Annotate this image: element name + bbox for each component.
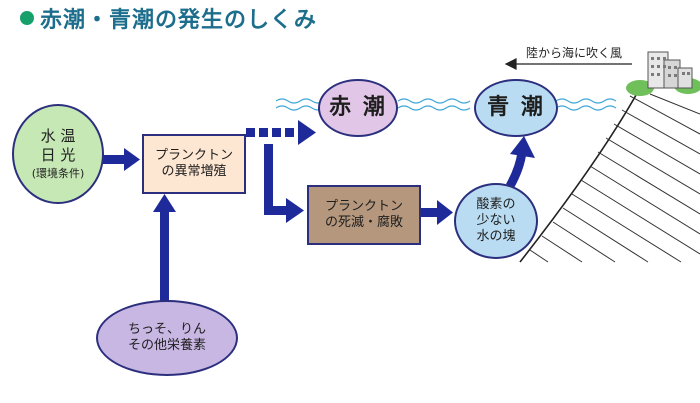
low-oxygen-line2: 少ない bbox=[476, 212, 516, 228]
akashio-node: 赤 潮 bbox=[318, 79, 398, 137]
arrow-nutrients-to-bloom bbox=[153, 194, 176, 302]
cliff bbox=[519, 84, 700, 263]
arrow-environment-to-bloom bbox=[100, 148, 140, 171]
akashio-label: 赤 潮 bbox=[329, 95, 387, 121]
bloom-node: プランクトン の異常増殖 bbox=[142, 134, 246, 194]
environment-node: 水 温 日 光 (環境条件) bbox=[12, 104, 104, 204]
decay-line2: の死滅・腐敗 bbox=[324, 215, 403, 230]
nutrients-node: ちっそ、りん その他栄養素 bbox=[96, 300, 238, 376]
low-oxygen-node: 酸素の 少ない 水の塊 bbox=[454, 183, 538, 259]
bloom-line2: の異常増殖 bbox=[161, 164, 227, 179]
environment-line2: 日 光 bbox=[40, 146, 76, 165]
low-oxygen-line1: 酸素の bbox=[476, 196, 516, 212]
nutrients-line2: その他栄養素 bbox=[127, 338, 206, 353]
aoshio-node: 青 潮 bbox=[474, 79, 558, 137]
bloom-line1: プランクトン bbox=[154, 147, 233, 163]
wind-label: 陸から海に吹く風 bbox=[526, 46, 623, 60]
water-surface bbox=[275, 98, 617, 111]
arrow-low-oxygen-to-aoshio bbox=[506, 136, 535, 189]
aoshio-label: 青 潮 bbox=[487, 95, 545, 121]
flow-arrows bbox=[100, 120, 535, 302]
city-icon bbox=[626, 51, 700, 96]
arrow-decay-to-low-oxygen bbox=[419, 200, 453, 225]
decay-node: プランクトン の死滅・腐敗 bbox=[307, 185, 421, 245]
nutrients-line1: ちっそ、りん bbox=[127, 321, 206, 337]
decay-line1: プランクトン bbox=[324, 198, 403, 214]
wind-arrow bbox=[504, 58, 632, 70]
bullet-icon bbox=[20, 11, 34, 25]
environment-line1: 水 温 bbox=[40, 127, 76, 146]
page-title: 赤潮・青潮の発生のしくみ bbox=[20, 4, 317, 33]
low-oxygen-line3: 水の塊 bbox=[476, 229, 516, 245]
arrow-bloom-to-decay bbox=[264, 144, 304, 223]
environment-line3: (環境条件) bbox=[31, 166, 85, 180]
title-text: 赤潮・青潮の発生のしくみ bbox=[40, 8, 317, 33]
arrow-bloom-to-akashio bbox=[246, 120, 316, 145]
